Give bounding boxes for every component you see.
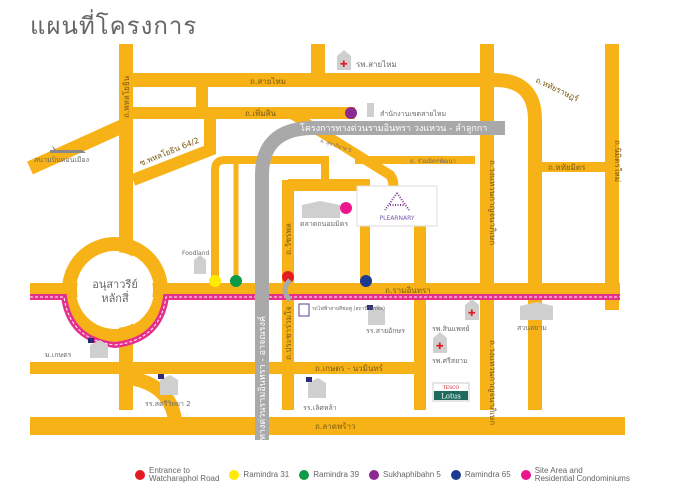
building-market xyxy=(302,201,340,218)
label-saimai: ถ.สายไหม xyxy=(250,77,286,86)
legend-label: Ramindra 31 xyxy=(243,470,290,479)
legend-item: Entrance to Watcharaphol Road xyxy=(135,467,219,483)
label-lat-phrao: ถ.ลาดพร้าว xyxy=(315,422,356,431)
marker-ramindra-65 xyxy=(360,275,372,287)
label-pracha-ruam-jai: ถ.ประชาร่วมใจ xyxy=(284,306,293,360)
legend-dot xyxy=(450,470,461,480)
thai-flag-icon xyxy=(88,338,94,343)
label-ruam-mit: ถ. ร่วมมิตรพัฒนา xyxy=(410,158,456,165)
project-logo-text: PLEARNARY xyxy=(379,215,414,222)
building-lertlah xyxy=(308,378,326,398)
marker-site-area xyxy=(340,202,352,214)
road-ramindra-31 xyxy=(211,156,329,290)
watcharaphol-connector xyxy=(282,278,292,302)
building-satri xyxy=(160,375,178,395)
legend-label: Ramindra 39 xyxy=(313,470,360,479)
building-suan-siam xyxy=(520,302,553,320)
label-watcharaphol: ถ.วัชรพล xyxy=(284,223,293,255)
thai-flag-icon xyxy=(306,377,312,382)
roundabout-center xyxy=(77,252,153,328)
building-sinphaet xyxy=(465,299,479,320)
label-kanchanaphisek-lower: ถ.วงแหวนกาญจนาภิเษก xyxy=(488,340,497,425)
tesco-text: TESCO xyxy=(443,385,460,391)
building-kaset xyxy=(90,340,108,358)
label-market: ตลาดถนอมมิตร xyxy=(300,220,348,228)
marker-ramindra-39 xyxy=(230,275,242,287)
building-srisiam xyxy=(433,332,447,353)
legend-label: Ramindra 65 xyxy=(464,470,511,479)
hospital-icon: ✚ xyxy=(340,60,348,70)
label-phinsin: ถ.เพิ่มสิน xyxy=(245,107,277,118)
marker-sukhaphiban5 xyxy=(345,107,357,119)
label-phahonyothin: ถ.พหลโยธิน xyxy=(121,75,131,118)
tesco-lotus-logo: TESCO Lotus xyxy=(432,382,470,402)
legend-dot xyxy=(299,470,310,480)
legend-dot xyxy=(135,470,145,480)
legend-label: Sukhaphibahn 5 xyxy=(383,470,441,479)
label-lertlah: รร.เลิศหล้า xyxy=(303,404,337,412)
road-soi-64-2 xyxy=(130,113,216,186)
legend-label: Entrance to Watcharaphol Road xyxy=(149,466,220,483)
hospital-icon: ✚ xyxy=(436,342,444,352)
label-kanchanaphisek-upper: ถ.วงแหวนกาญจนาภิเษก xyxy=(488,160,497,245)
label-expressway: โครงการทางด่วนรามอินทรา วงแหวน - ลำลูกกา xyxy=(300,123,487,134)
thai-flag-icons xyxy=(88,305,373,382)
label-srisiam: รพ.ศรีสยาม xyxy=(432,357,468,365)
marker-ramindra-31 xyxy=(209,275,221,287)
label-foodland: Foodland xyxy=(182,250,210,257)
label-monument-1: อนุสาวรีย์ xyxy=(92,278,138,291)
building-district-office xyxy=(367,103,374,117)
label-kaset-univ: ม.เกษตร xyxy=(45,351,72,359)
label-district-office: สำนักงานเขตสายไหม xyxy=(380,109,446,118)
label-monument-2: หลักสี่ xyxy=(101,290,129,305)
label-saiaksorn: รร.สายอักษร xyxy=(366,327,405,335)
legend-item: Site Area and Residential Condominiums xyxy=(520,466,630,483)
label-airport: สนามบินดอนเมือง xyxy=(34,156,89,164)
thai-flag-icon xyxy=(158,374,164,379)
marker-entrance-watcharaphol xyxy=(282,271,294,283)
lotus-text: Lotus xyxy=(441,393,461,401)
legend-dot xyxy=(369,470,380,480)
roundabout-laksi xyxy=(62,237,168,343)
map-title: แผนที่โครงการ xyxy=(30,12,198,40)
expressway xyxy=(255,121,505,440)
legend-dot xyxy=(229,470,240,480)
legend-item: Ramindra 65 xyxy=(450,470,511,480)
label-sinphaet: รพ.สินแพทย์ xyxy=(432,325,470,333)
label-suan-siam: สวนสยาม xyxy=(517,324,547,332)
airplane-icon xyxy=(50,145,86,153)
legend-label: Site Area and Residential Condominiums xyxy=(534,466,630,483)
legend-item: Ramindra 31 xyxy=(229,470,289,480)
label-hathairat: ถ.หทัยราษฎร์ xyxy=(534,75,581,104)
thai-flag-icon xyxy=(367,305,373,310)
pink-line-rail xyxy=(30,294,620,349)
legend-item: Sukhaphibahn 5 xyxy=(369,470,441,480)
buildings xyxy=(90,50,553,398)
label-hospital-saimai: รพ.สายไหม xyxy=(356,60,397,69)
hospital-icons: ✚ ✚ ✚ xyxy=(340,60,476,352)
label-hathai-mit: ถ.หทัยมิตร xyxy=(548,163,586,172)
label-kaset-nawamin: ถ.เกษตร - นวมินทร์ xyxy=(315,363,384,373)
building-foodland xyxy=(194,255,206,274)
building-hospital-saimai xyxy=(337,50,351,70)
legend-dot xyxy=(520,470,531,480)
road-phahonyothin-diagonal xyxy=(27,118,128,175)
label-nimit-mai: ถ.นิมิตรใหม่ xyxy=(613,140,622,182)
label-bts-station: รถไฟฟ้าสายสีชมพู (สถานีวัชรพล) xyxy=(312,305,385,312)
bts-icon xyxy=(298,303,310,317)
label-satri: รร.สตรีวิทยา 2 xyxy=(145,400,191,408)
legend-item: Ramindra 39 xyxy=(299,470,359,480)
project-logo: PLEARNARY xyxy=(356,185,438,227)
label-expressway-vertical: ทางด่วนรามอินทรา - อาจณรงค์ xyxy=(256,316,268,440)
map-legend: Entrance to Watcharaphol Road Ramindra 3… xyxy=(135,467,630,483)
hospital-icon: ✚ xyxy=(468,309,476,319)
road-saimai xyxy=(126,73,542,410)
label-ramintra: ถ.รามอินทรา xyxy=(385,286,431,295)
